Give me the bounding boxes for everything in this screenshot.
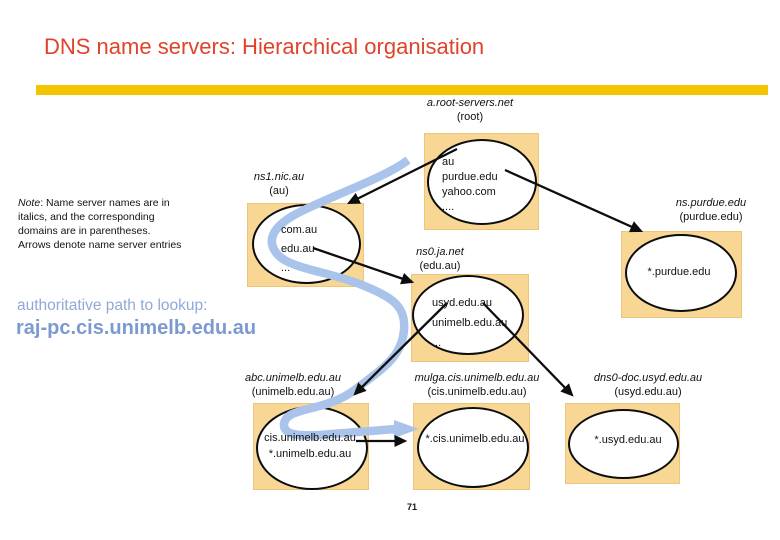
arrow-root-to-purdue [504, 168, 644, 233]
node-label-unimelb: abc.unimelb.edu.au (unimelb.edu.au) [244, 372, 341, 398]
node-entries-root: au purdue.edu yahoo.com .... [442, 156, 498, 213]
node-label-root: a.root-servers.net (root) [426, 97, 514, 123]
node-ellipse-cis [417, 407, 529, 488]
lookup-path-curve [267, 156, 411, 440]
note-line-1: Note: Name server names are in [18, 197, 170, 209]
node-label-usyd: dns0-doc.usyd.edu.au (usyd.edu.au) [593, 372, 703, 398]
arrow-edu-au-to-unimelb [353, 302, 448, 396]
node-ellipse-root [427, 139, 537, 225]
node-label-purdue: ns.purdue.edu (purdue.edu) [675, 197, 747, 223]
node-ellipse-edu-au [412, 275, 524, 355]
arrow-root-to-au [346, 147, 458, 205]
node-entries-edu-au: usyd.edu.au unimelb.edu.au ... [432, 297, 508, 349]
node-ellipse-purdue [625, 234, 737, 312]
note-line-4: Arrows denote name server entries [18, 239, 182, 251]
page-number: 71 [406, 502, 417, 512]
node-label-edu-au: ns0.ja.net (edu.au) [416, 246, 464, 272]
node-entries-au: com.au edu.au ... [281, 224, 318, 274]
node-entries-unimelb: cis.unimelb.edu.au *.unimelb.edu.au [264, 432, 356, 460]
lookup-target: raj-pc.cis.unimelb.edu.au [16, 317, 257, 339]
node-label-cis: mulga.cis.unimelb.edu.au (cis.unimelb.ed… [414, 372, 540, 398]
arrow-au-to-edu-au [312, 246, 415, 285]
node-entries-cis: *.cis.unimelb.edu.au [425, 433, 525, 445]
note-line-2: italics, and the corresponding [18, 211, 155, 223]
lookup-path-arrowhead-icon [394, 420, 419, 438]
page-title: DNS name servers: Hierarchical organisat… [44, 34, 485, 59]
note-text: Note: Name server names are in italics, … [18, 196, 228, 252]
node-entries-purdue: *.purdue.edu [647, 266, 711, 278]
note-line-3: domains are in parentheses. [18, 225, 151, 237]
lookup-caption: authoritative path to lookup: [17, 297, 208, 314]
node-label-au: ns1.nic.au (au) [253, 171, 305, 197]
node-ellipse-unimelb [256, 406, 368, 490]
title-underline-bar [36, 85, 768, 95]
node-ellipse-usyd [568, 409, 679, 479]
node-entries-usyd: *.usyd.edu.au [594, 434, 662, 446]
arrow-edu-au-to-usyd [482, 302, 574, 397]
